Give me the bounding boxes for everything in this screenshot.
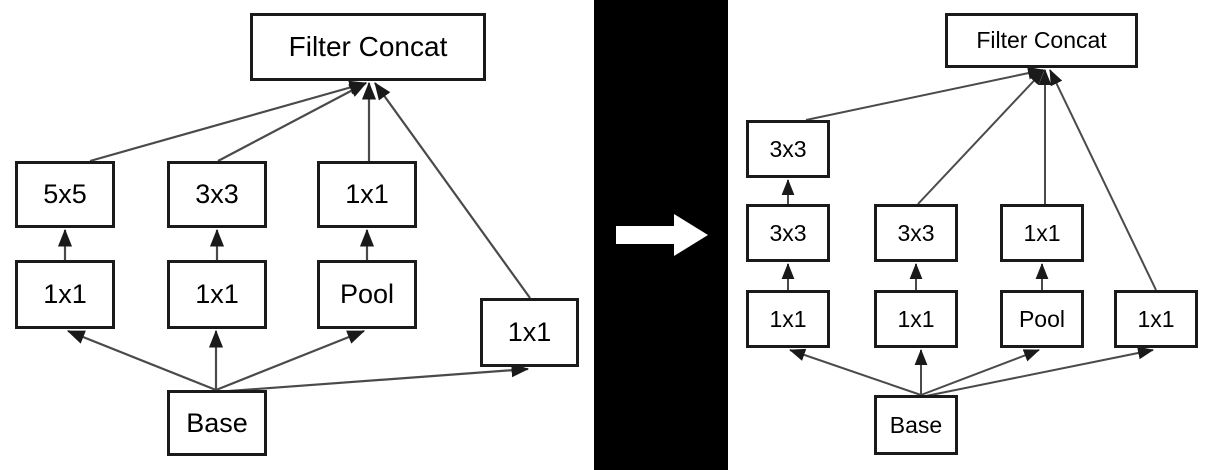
node-r-3x3-b[interactable]: 3x3	[874, 204, 958, 262]
node-r-1x1-a[interactable]: 1x1	[746, 290, 830, 348]
node-l-base[interactable]: Base	[167, 390, 267, 456]
node-label-l-1x1-d: 1x1	[507, 317, 552, 347]
node-label-l-concat: Filter Concat	[288, 31, 448, 62]
node-label-l-3x3: 3x3	[195, 179, 239, 209]
node-label-r-3x3-mid: 3x3	[769, 219, 807, 246]
edge-r-3x3-top-to-r-concat	[805, 66, 1044, 121]
node-r-1x1-c[interactable]: 1x1	[1000, 204, 1084, 262]
node-r-3x3-mid[interactable]: 3x3	[746, 204, 830, 262]
node-label-r-pool: Pool	[1018, 305, 1066, 332]
node-l-5x5[interactable]: 5x5	[15, 161, 115, 228]
node-label-l-base: Base	[186, 407, 248, 438]
node-r-1x1-d[interactable]: 1x1	[1114, 290, 1198, 348]
node-label-l-1x1-a: 1x1	[43, 279, 87, 309]
edge-r-base-to-r-1x1-a	[789, 348, 922, 396]
node-l-3x3[interactable]: 3x3	[167, 161, 267, 228]
node-l-1x1-c[interactable]: 1x1	[317, 161, 417, 228]
edge-l-5x5-to-l-concat	[89, 80, 368, 163]
edge-r-base-to-r-pool	[920, 349, 1040, 396]
node-label-r-1x1-c: 1x1	[1023, 219, 1061, 246]
node-l-1x1-d[interactable]: 1x1	[480, 298, 579, 367]
node-label-r-concat: Filter Concat	[976, 27, 1107, 53]
node-l-1x1-b[interactable]: 1x1	[167, 260, 267, 329]
edge-l-base-to-l-1x1-a	[66, 329, 217, 392]
node-label-r-3x3-b: 3x3	[897, 219, 935, 246]
node-r-3x3-top[interactable]: 3x3	[746, 120, 830, 178]
node-l-concat[interactable]: Filter Concat	[250, 13, 486, 81]
node-r-1x1-b[interactable]: 1x1	[874, 290, 958, 348]
node-label-r-3x3-top: 3x3	[769, 135, 807, 162]
edge-r-3x3-b-to-r-concat	[917, 69, 1045, 205]
node-label-r-base: Base	[889, 411, 943, 438]
node-label-l-pool: Pool	[339, 279, 395, 309]
edge-l-base-to-l-pool	[215, 329, 366, 392]
right-arrow-icon	[616, 214, 708, 256]
edge-l-3x3-to-l-concat	[217, 82, 367, 162]
node-label-r-1x1-b: 1x1	[897, 305, 935, 332]
edge-r-base-to-r-1x1-d	[920, 346, 1154, 398]
node-label-r-1x1-a: 1x1	[769, 305, 807, 332]
node-r-concat[interactable]: Filter Concat	[945, 13, 1138, 68]
node-label-l-1x1-b: 1x1	[195, 279, 239, 309]
node-label-l-5x5: 5x5	[43, 179, 87, 209]
node-l-1x1-a[interactable]: 1x1	[15, 260, 115, 329]
node-label-l-1x1-c: 1x1	[345, 179, 389, 209]
node-r-base[interactable]: Base	[874, 395, 958, 455]
node-l-pool[interactable]: Pool	[317, 260, 417, 329]
node-r-pool[interactable]: Pool	[1000, 290, 1084, 348]
node-label-r-1x1-d: 1x1	[1137, 305, 1175, 332]
edge-l-base-to-l-1x1-d	[215, 363, 530, 394]
